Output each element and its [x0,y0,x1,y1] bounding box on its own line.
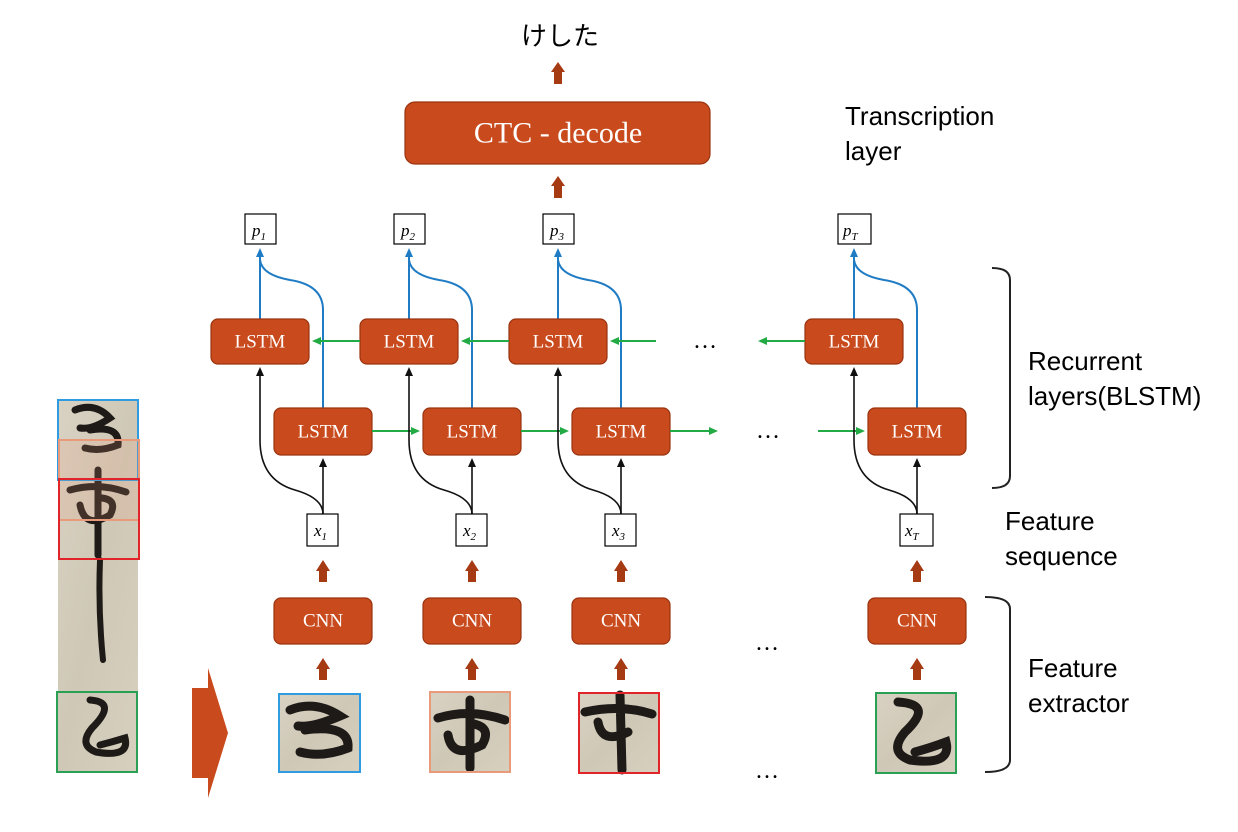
svg-text:x1: x1 [313,521,327,543]
svg-text:xT: xT [904,521,920,543]
ctc-decode-label: CTC - decode [474,117,642,150]
svg-text:LSTM: LSTM [298,422,349,443]
svg-text:CNN: CNN [452,611,492,632]
patch-T [875,692,957,774]
ctc-decode-box: CTC - decode [404,101,711,165]
svg-text:p2: p2 [400,221,416,243]
svg-text:x2: x2 [462,521,477,543]
lstm-backward-3: LSTM [508,318,608,365]
patch-ellipsis: … [755,758,779,784]
svg-text:p1: p1 [251,221,266,243]
svg-text:LSTM: LSTM [829,332,880,353]
arrow-decode-to-output [551,62,565,84]
lstm-backward-2: LSTM [359,318,459,365]
transcription-layer-label: Transcription layer [845,101,1002,166]
lstm-backward-1: LSTM [210,318,310,365]
patch-2 [429,691,511,773]
strip-window-3 [58,478,140,560]
svg-text:LSTM: LSTM [447,422,498,443]
lstm-forward-3: LSTM [571,407,671,456]
strip-window-T [56,691,138,773]
forward-ellipsis: … [756,418,780,444]
sliding-window-arrow [192,668,228,798]
svg-text:CNN: CNN [303,611,343,632]
arrows-patches-to-cnn [316,658,924,680]
svg-text:CNN: CNN [601,611,641,632]
svg-text:LSTM: LSTM [892,422,943,443]
input-image-strip [56,399,140,773]
lstm-backward-T: LSTM [804,318,904,365]
output-pT: pT [837,213,872,245]
feature-sequence-label: Feature sequence [1005,506,1118,571]
recurrent-layers-label: Recurrent layers(BLSTM) [1028,346,1201,411]
patch-1 [278,693,361,773]
cnn-2: CNN [422,597,522,645]
input-links [256,367,921,515]
svg-text:LSTM: LSTM [596,422,647,443]
recurrent-bracket [991,267,1011,489]
feature-extractor-label: Feature extractor [1028,653,1129,718]
patch-3 [578,690,660,775]
extractor-bracket [984,596,1011,773]
output-links [256,248,918,408]
backward-ellipsis: … [693,328,717,354]
svg-text:x3: x3 [611,521,626,543]
feature-xT: xT [899,513,934,547]
output-p2: p2 [393,213,426,245]
lstm-forward-2: LSTM [422,407,522,456]
svg-text:p3: p3 [549,221,565,243]
feature-x3: x3 [604,513,637,547]
lstm-forward-1: LSTM [273,407,373,456]
svg-text:LSTM: LSTM [384,332,435,353]
cnn-T: CNN [867,597,967,645]
output-p3: p3 [542,213,575,245]
lstm-forward-T: LSTM [867,407,967,456]
cnn-1: CNN [273,597,373,645]
cnn-ellipsis: … [755,630,779,656]
output-p1: p1 [244,213,277,245]
svg-text:LSTM: LSTM [235,332,286,353]
svg-text:CNN: CNN [897,611,937,632]
svg-text:pT: pT [842,221,859,243]
output-transcript: けした [521,22,599,52]
svg-text:LSTM: LSTM [533,332,584,353]
feature-x2: x2 [455,513,488,547]
feature-x1: x1 [306,513,339,547]
arrow-outputs-to-decode [551,176,565,198]
cnn-3: CNN [571,597,671,645]
arrows-cnn-to-features [316,560,924,582]
